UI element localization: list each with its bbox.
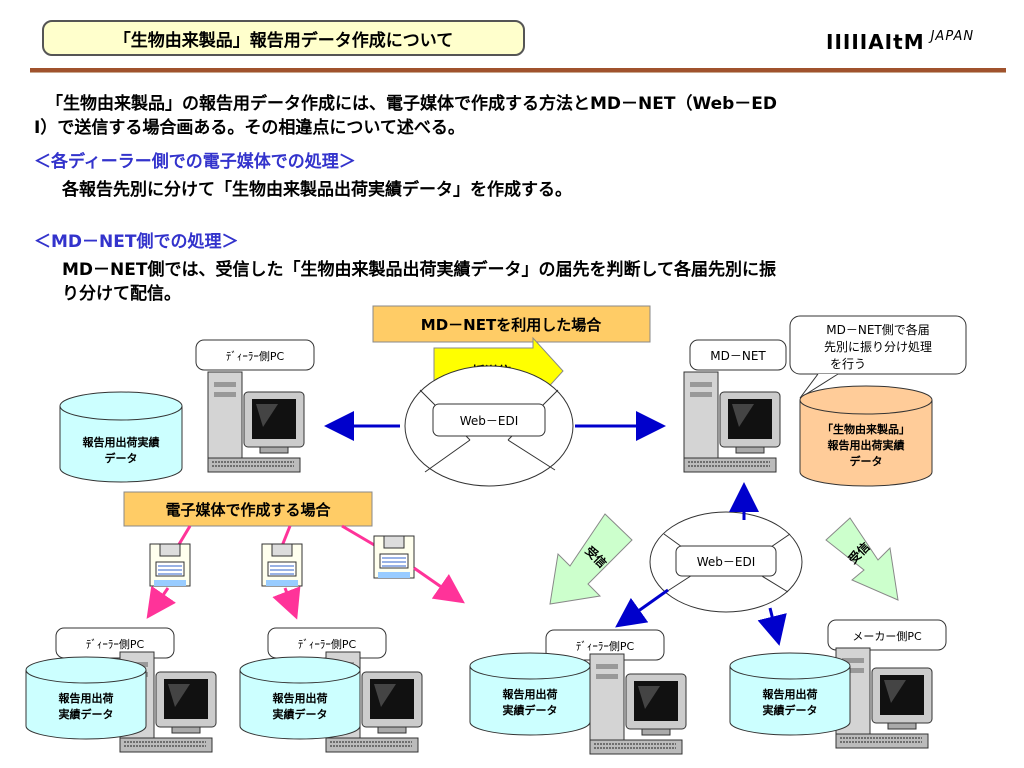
dealer-pc-top-label: ﾃﾞｨｰﾗｰ側PC [226, 350, 285, 363]
mdnet-banner [372, 305, 651, 343]
mdnet-banner-label: MD－NETを利用した場合 [421, 316, 602, 334]
db-small-b3-line2: 実績データ [503, 703, 558, 717]
maker-pc-box [827, 619, 947, 651]
media-banner-label: 電子媒体で作成する場合 [165, 501, 331, 519]
callout-line2: 先別に振り分け処理 [824, 340, 932, 354]
webedi-top-label: Web－EDI [460, 414, 519, 428]
dealer-pc-top-box [195, 339, 315, 371]
db-bio-products [799, 400, 933, 487]
db-small-b1-line1: 報告用出荷 [59, 691, 114, 705]
pink-arrow-1 [146, 585, 176, 619]
pink-arrow-2 [272, 586, 301, 620]
db-small-b3-line1: 報告用出荷 [503, 687, 558, 701]
db-report-top-line2: データ [105, 451, 138, 465]
floppy-1 [149, 543, 191, 587]
dealer-pc-b1-label: ﾃﾞｨｰﾗｰ側PC [86, 638, 145, 651]
dealer-pc-b3-label: ﾃﾞｨｰﾗｰ側PC [576, 640, 635, 653]
section2-heading: ＜MD－NET側での処理＞ [34, 232, 239, 252]
db-small-b2-line2: 実績データ [273, 707, 328, 721]
db-small-b1 [25, 670, 147, 740]
dealer-pc-b1-box [55, 627, 175, 659]
db-small-maker-line1: 報告用出荷 [763, 687, 818, 701]
db-small-maker-line2: 実績データ [763, 703, 818, 717]
mdnet-label: MD－NET [710, 349, 766, 363]
receive-arrow-1 [549, 513, 633, 605]
webedi-bottom-label: Web－EDI [697, 555, 756, 569]
header-divider [30, 68, 1006, 73]
db-report-top-line1: 報告用出荷実績 [83, 435, 160, 449]
db-report-top [59, 406, 183, 483]
db-small-b2-line1: 報告用出荷 [273, 691, 328, 705]
section2-line-2: り分けて配信。 [62, 284, 181, 304]
section2-line-1: MD－NET側では、受信した「生物由来製品出荷実績データ」の届先を判断して各届先… [62, 260, 776, 280]
callout-line3: を行う [830, 357, 866, 371]
pink-arrow-3 [413, 566, 465, 604]
db-bio-line1: 「生物由来製品」 [822, 422, 910, 436]
page-title: 「生物由来製品」報告用データ作成について [42, 20, 525, 56]
mdnet-box [689, 339, 787, 371]
db-small-b1-line2: 実績データ [59, 707, 114, 721]
media-banner [123, 491, 373, 527]
intro-line-2: I）で送信する場合画ある。その相違点について述べる。 [34, 118, 465, 138]
db-small-b2 [239, 670, 361, 740]
db-bio-line2: 報告用出荷実績 [828, 438, 905, 452]
floppy-2 [261, 543, 303, 587]
mdnet-callout [789, 315, 967, 375]
receive-arrow-2 [825, 517, 899, 601]
maker-pc-label: メーカー側PC [852, 630, 922, 643]
intro-line-1: 「生物由来製品」の報告用データ作成には、電子媒体で作成する方法とMD－NET（W… [46, 94, 778, 114]
db-bio-line3: データ [850, 454, 883, 468]
section1-text: 各報告先別に分けて「生物由来製品出荷実績データ」を作成する。 [62, 180, 572, 200]
dealer-pc-b2-label: ﾃﾞｨｰﾗｰ側PC [298, 638, 357, 651]
floppy-3 [373, 535, 415, 579]
arrow-to-maker [757, 607, 787, 646]
section1-heading: ＜各ディーラー側での電子媒体での処理＞ [34, 152, 356, 172]
db-small-b3 [469, 666, 591, 736]
dealer-pc-b3-icon [589, 653, 687, 755]
db-small-maker [729, 666, 851, 736]
mdnet-pc-icon [683, 371, 781, 473]
callout-line1: MD－NET側で各届 [826, 322, 929, 337]
dealer-pc-top-icon [207, 371, 305, 473]
arrow-to-dealer-b3 [615, 588, 669, 628]
